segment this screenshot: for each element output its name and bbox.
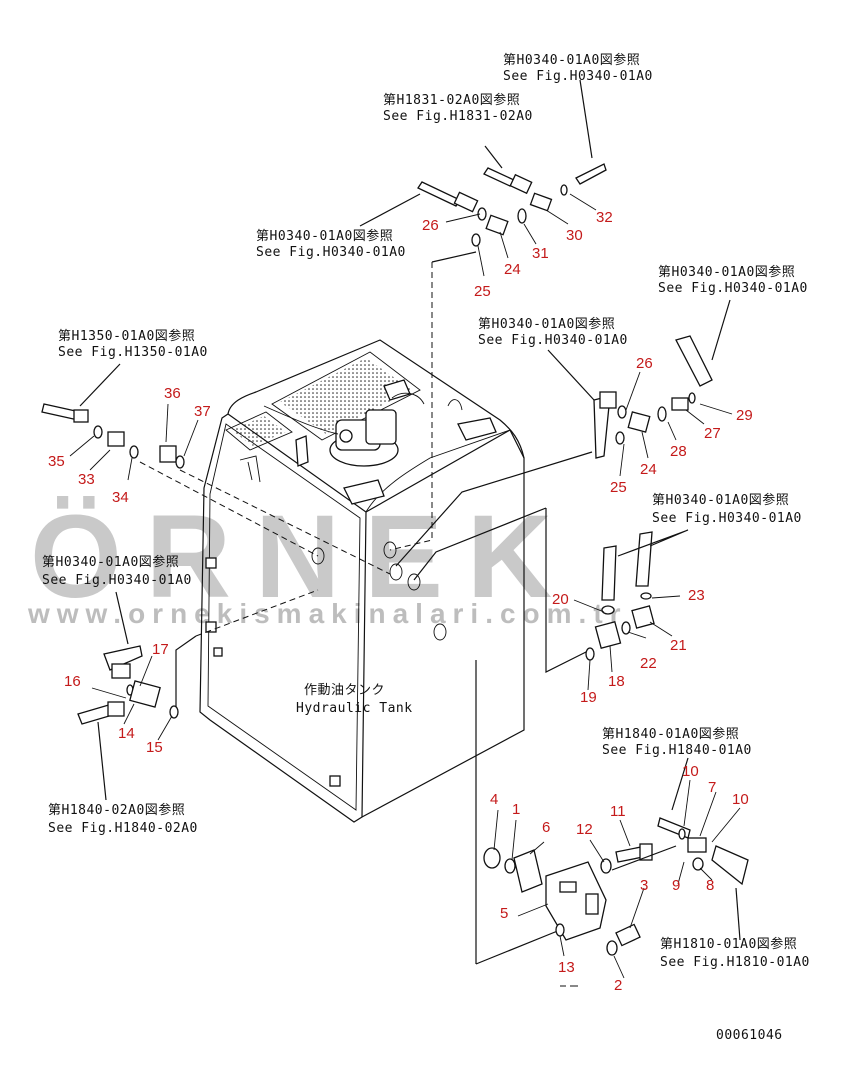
callout-18: 18	[608, 673, 625, 690]
watermark: ÖRNEK www.ornekismakinalari.com.tr	[27, 491, 628, 629]
callout-5: 5	[500, 905, 508, 922]
ref-bottom-right-en: See Fig.H1810-01A0	[660, 955, 810, 970]
ref-left-mid-jp: 第H0340-01A0図参照	[42, 554, 179, 570]
callout-37: 37	[194, 403, 211, 420]
ref-center-upper-jp: 第H0340-01A0図参照	[478, 316, 615, 332]
callout-25b: 25	[610, 479, 627, 496]
ref-center-upper-en: See Fig.H0340-01A0	[478, 333, 628, 348]
callout-24b: 24	[640, 461, 657, 478]
callout-8: 8	[706, 877, 714, 894]
ref-left-low-en: See Fig.H1840-02A0	[48, 821, 198, 836]
ref-right-low-jp: 第H1840-01A0図参照	[602, 726, 739, 742]
callout-19: 19	[580, 689, 597, 706]
callout-13: 13	[558, 959, 575, 976]
reference-labels: 第H0340-01A0図参照 See Fig.H0340-01A0 第H1831…	[42, 52, 810, 1043]
callout-28: 28	[670, 443, 687, 460]
parts	[41, 79, 749, 956]
ref-left-low-jp: 第H1840-02A0図参照	[48, 802, 185, 818]
ref-bottom-right-jp: 第H1810-01A0図参照	[660, 936, 797, 952]
callout-10a: 10	[682, 763, 699, 780]
callout-22: 22	[640, 655, 657, 672]
callout-2: 2	[614, 977, 622, 994]
callout-31: 31	[532, 245, 549, 262]
ref-top-right-en: See Fig.H0340-01A0	[503, 69, 653, 84]
callout-1: 1	[512, 801, 520, 818]
callout-30: 30	[566, 227, 583, 244]
leader-lines	[69, 193, 741, 987]
tank-label-en: Hydraulic Tank	[296, 701, 413, 716]
callout-3: 3	[640, 877, 648, 894]
callout-26: 26	[422, 217, 439, 234]
callout-20: 20	[552, 591, 569, 608]
routing-lines	[139, 251, 593, 965]
ref-left-upper-en: See Fig.H1350-01A0	[58, 345, 208, 360]
callout-12: 12	[576, 821, 593, 838]
callout-11: 11	[610, 803, 626, 820]
callout-9: 9	[672, 877, 680, 894]
ref-top-mid-jp: 第H1831-02A0図参照	[383, 92, 520, 108]
callout-17: 17	[152, 641, 169, 658]
callout-26b: 26	[636, 355, 653, 372]
callout-32: 32	[596, 209, 613, 226]
ref-left-upper-jp: 第H1350-01A0図参照	[58, 328, 195, 344]
ref-right-upper-jp: 第H0340-01A0図参照	[658, 264, 795, 280]
ref-top-right-jp: 第H0340-01A0図参照	[503, 52, 640, 68]
callout-7: 7	[708, 779, 716, 796]
tank-label-jp: 作動油タンク	[304, 683, 385, 698]
ref-right-low-en: See Fig.H1840-01A0	[602, 743, 752, 758]
watermark-brand: ÖRNEK	[30, 491, 576, 623]
callout-33: 33	[78, 471, 95, 488]
callout-14: 14	[118, 725, 135, 742]
callout-15: 15	[146, 739, 163, 756]
ref-left-mid-en: See Fig.H0340-01A0	[42, 573, 192, 588]
callout-16: 16	[64, 673, 81, 690]
ref-top-left-en: See Fig.H0340-01A0	[256, 245, 406, 260]
callout-6: 6	[542, 819, 550, 836]
callout-35: 35	[48, 453, 65, 470]
ref-top-mid-en: See Fig.H1831-02A0	[383, 109, 533, 124]
ref-top-left-jp: 第H0340-01A0図参照	[256, 228, 393, 244]
callout-numbers: 26 25 24 31 30 32 26 25 24 28 27 29 36 3…	[48, 209, 753, 994]
callout-36: 36	[164, 385, 181, 402]
callout-27: 27	[704, 425, 721, 442]
ref-right-upper-en: See Fig.H0340-01A0	[658, 281, 808, 296]
callout-25: 25	[474, 283, 491, 300]
callout-24: 24	[504, 261, 521, 278]
callout-10b: 10	[732, 791, 749, 808]
callout-29: 29	[736, 407, 753, 424]
ref-right-mid-en: See Fig.H0340-01A0	[652, 511, 802, 526]
callout-34: 34	[112, 489, 129, 506]
watermark-url: www.ornekismakinalari.com.tr	[27, 598, 628, 629]
hydraulic-tank	[199, 339, 525, 823]
drawing-number: 00061046	[716, 1028, 783, 1043]
callout-23: 23	[688, 587, 705, 604]
callout-21: 21	[670, 637, 687, 654]
callout-4: 4	[490, 791, 498, 808]
ref-right-mid-jp: 第H0340-01A0図参照	[652, 492, 789, 508]
